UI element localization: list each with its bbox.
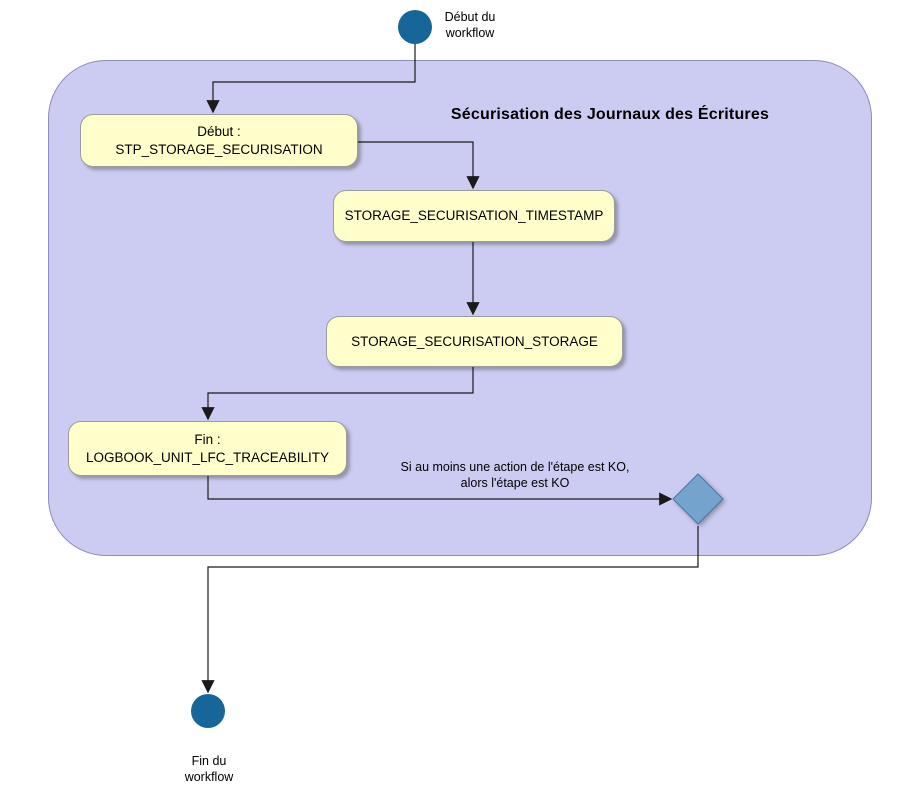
start-node bbox=[398, 10, 432, 44]
step4-label-line1: Fin : bbox=[194, 431, 221, 447]
decision-annotation-line2: alors l'étape est KO bbox=[460, 476, 570, 490]
end-node-label: Fin du workflow bbox=[158, 753, 260, 785]
step-box-stp-storage-securisation: Début : STP_STORAGE_SECURISATION bbox=[80, 114, 358, 167]
activity-group-title: Sécurisation des Journaux des Écritures bbox=[450, 106, 770, 123]
end-node bbox=[191, 694, 225, 728]
decision-annotation-line1: Si au moins une action de l'étape est KO… bbox=[400, 460, 630, 474]
step4-label-line2: LOGBOOK_UNIT_LFC_TRACEABILITY bbox=[85, 449, 330, 465]
start-label-line2: workflow bbox=[445, 26, 495, 40]
step-box-storage-securisation-storage: STORAGE_SECURISATION_STORAGE bbox=[326, 316, 623, 367]
step-box-storage-securisation-timestamp: STORAGE_SECURISATION_TIMESTAMP bbox=[333, 190, 615, 242]
start-node-label: Début du workflow bbox=[430, 9, 510, 41]
step-box-logbook-unit-lfc-traceability: Fin : LOGBOOK_UNIT_LFC_TRACEABILITY bbox=[68, 421, 347, 476]
end-label-line1: Fin du bbox=[191, 754, 227, 768]
step1-label-line1: Début : bbox=[197, 123, 241, 139]
end-label-line2: workflow bbox=[184, 770, 234, 784]
decision-annotation: Si au moins une action de l'étape est KO… bbox=[383, 459, 647, 491]
step2-label: STORAGE_SECURISATION_TIMESTAMP bbox=[344, 208, 604, 223]
step3-label: STORAGE_SECURISATION_STORAGE bbox=[351, 333, 598, 349]
step1-label-line2: STP_STORAGE_SECURISATION bbox=[115, 141, 323, 157]
start-label-line1: Début du bbox=[444, 10, 496, 24]
